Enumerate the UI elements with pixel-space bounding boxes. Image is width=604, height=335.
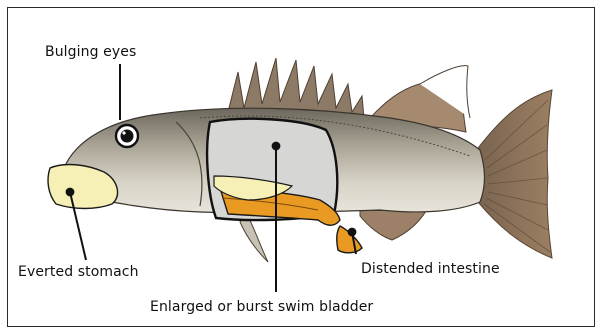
eye-icon [116, 125, 138, 147]
tail-fin [478, 90, 552, 258]
label-bulging-eyes: Bulging eyes [45, 44, 136, 60]
label-swim-bladder: Enlarged or burst swim bladder [150, 299, 373, 315]
label-distended-intestine: Distended intestine [361, 261, 500, 277]
label-everted-stomach: Everted stomach [18, 264, 139, 280]
